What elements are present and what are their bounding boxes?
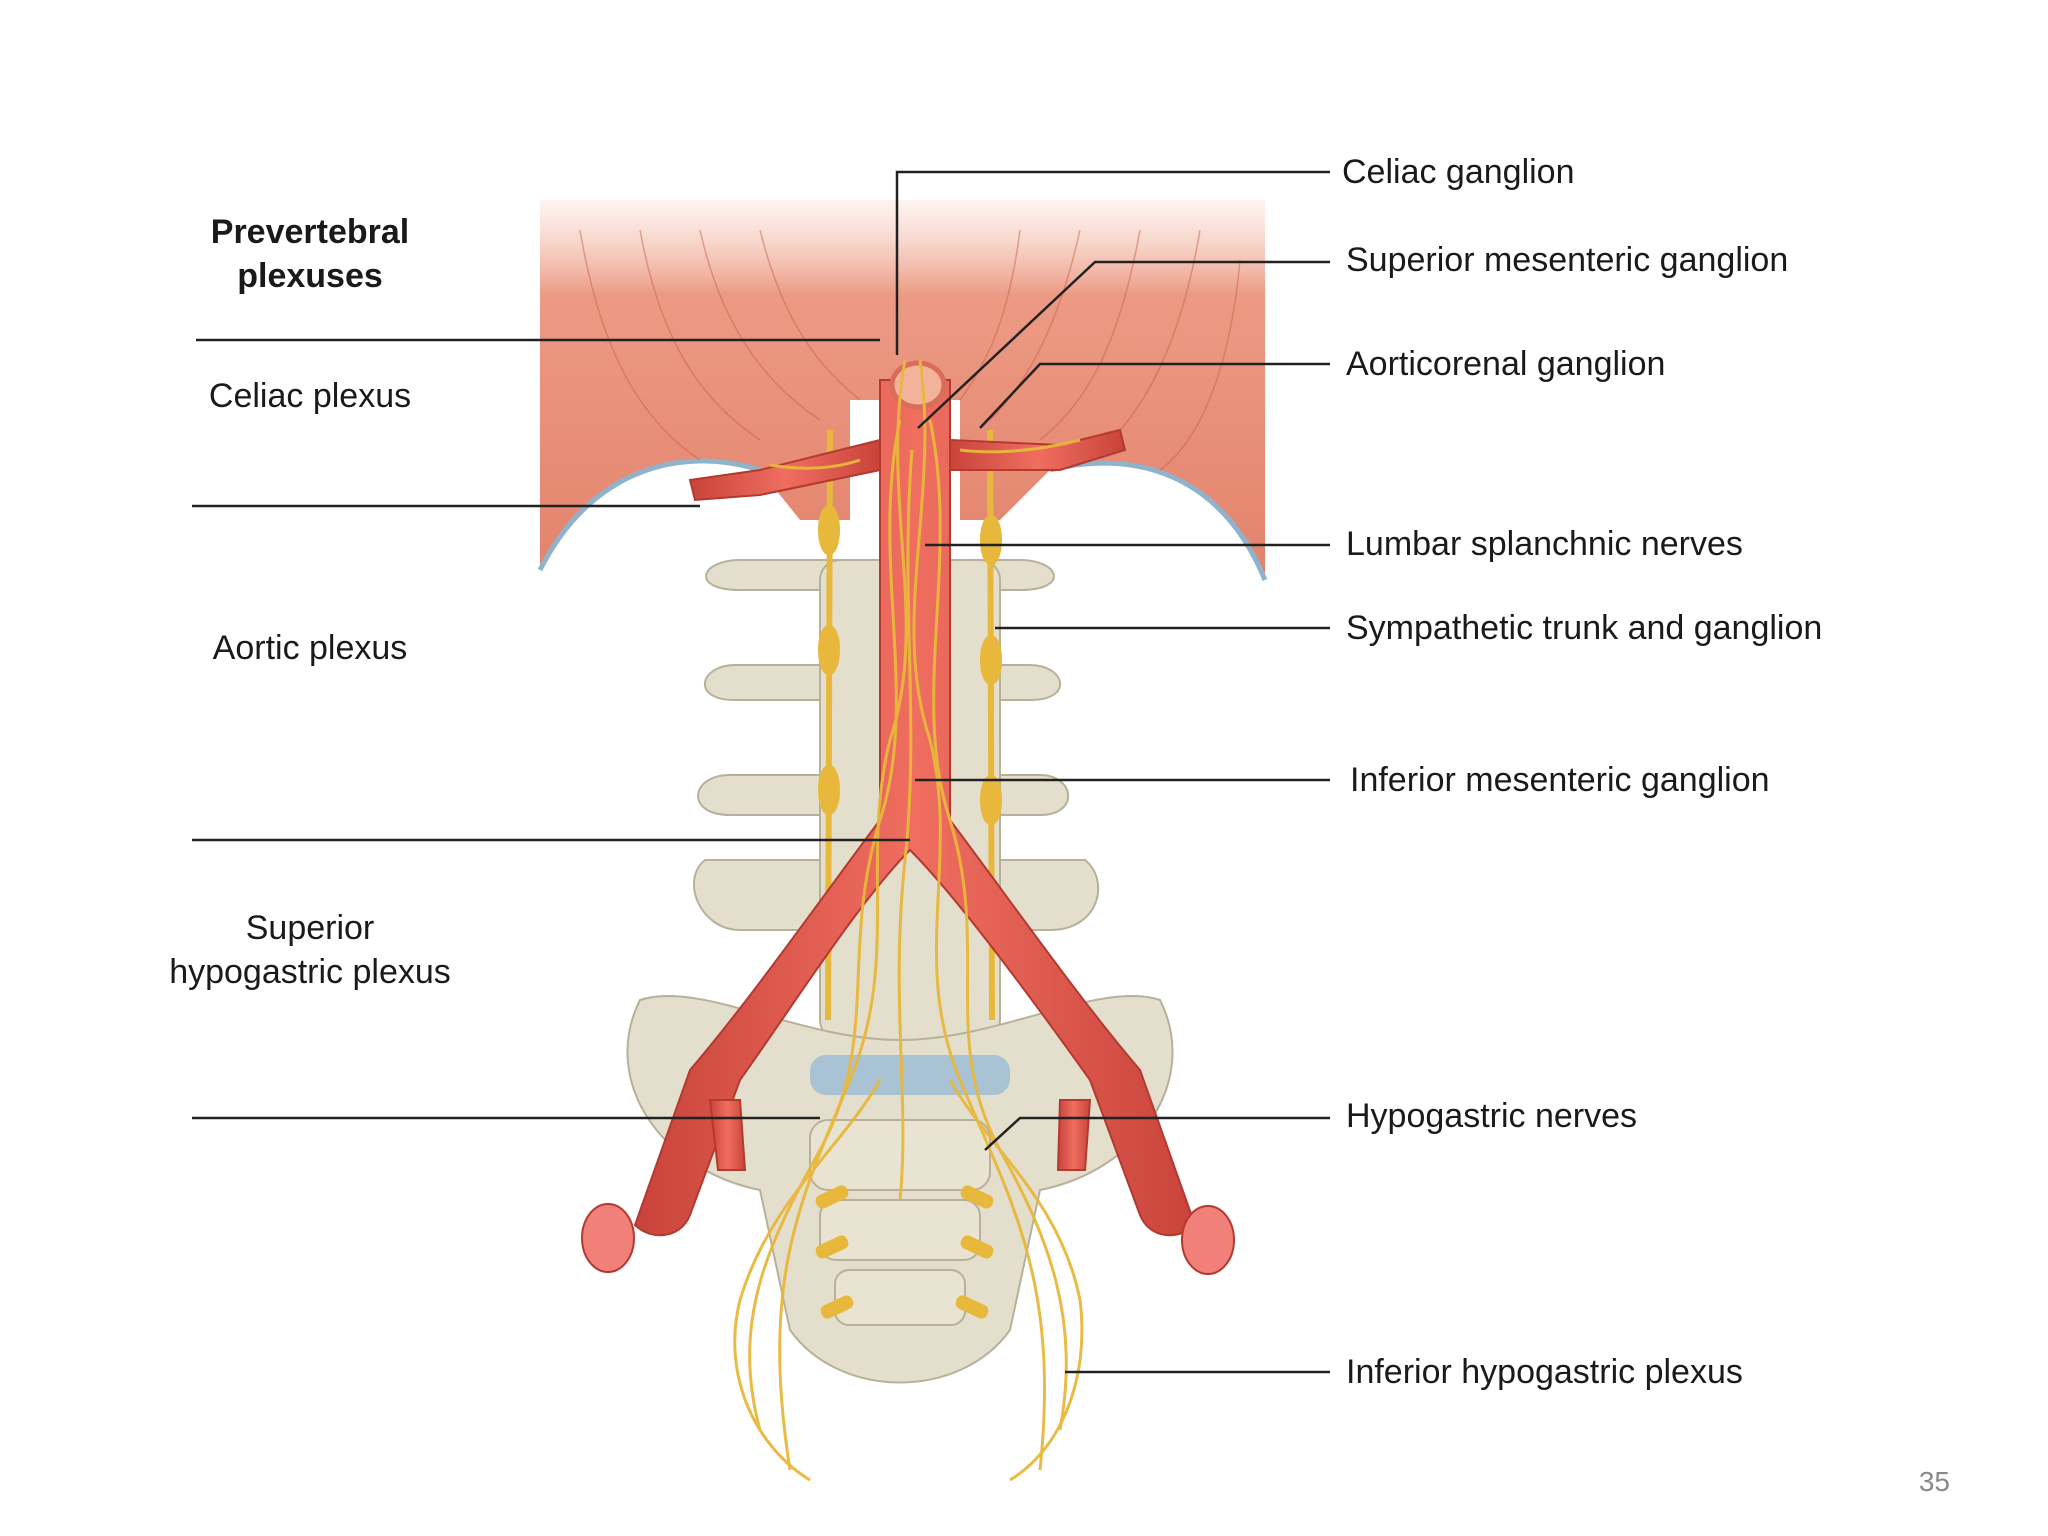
left-leader-lines <box>192 338 910 1120</box>
label-inferior-mesenteric-ganglion: Inferior mesenteric ganglion <box>1350 761 1770 799</box>
label-lumbar-splanchnic-nerves: Lumbar splanchnic nerves <box>1346 525 1743 563</box>
right-leader-lines <box>895 170 1330 1374</box>
sacral-ganglia <box>815 1185 994 1319</box>
nerve-plexus <box>733 359 1084 1482</box>
label-celiac-plexus: Celiac plexus <box>208 377 412 415</box>
label-sympathetic-trunk-and-ganglion: Sympathetic trunk and ganglion <box>1346 609 1823 647</box>
label-aorticorenal-ganglion: Aorticorenal ganglion <box>1346 345 1666 383</box>
label-aortic-plexus: Aortic plexus <box>212 629 408 667</box>
aorta <box>581 379 1235 1275</box>
label-superior-hypogastric-plexus: Superior hypogastric plexus <box>169 909 451 991</box>
label-superior-mesenteric-ganglion: Superior mesenteric ganglion <box>1346 241 1789 279</box>
label-celiac-ganglion: Celiac ganglion <box>1342 153 1575 191</box>
label-prevertebral-plexuses: Prevertebral plexuses <box>210 213 410 295</box>
slide-number: 35 <box>1918 1466 1950 1497</box>
intervertebral-disc <box>810 1055 1010 1095</box>
celiac-trunk <box>889 360 947 410</box>
label-inferior-hypogastric-plexus: Inferior hypogastric plexus <box>1346 1353 1743 1391</box>
label-hypogastric-nerves: Hypogastric nerves <box>1346 1097 1638 1135</box>
